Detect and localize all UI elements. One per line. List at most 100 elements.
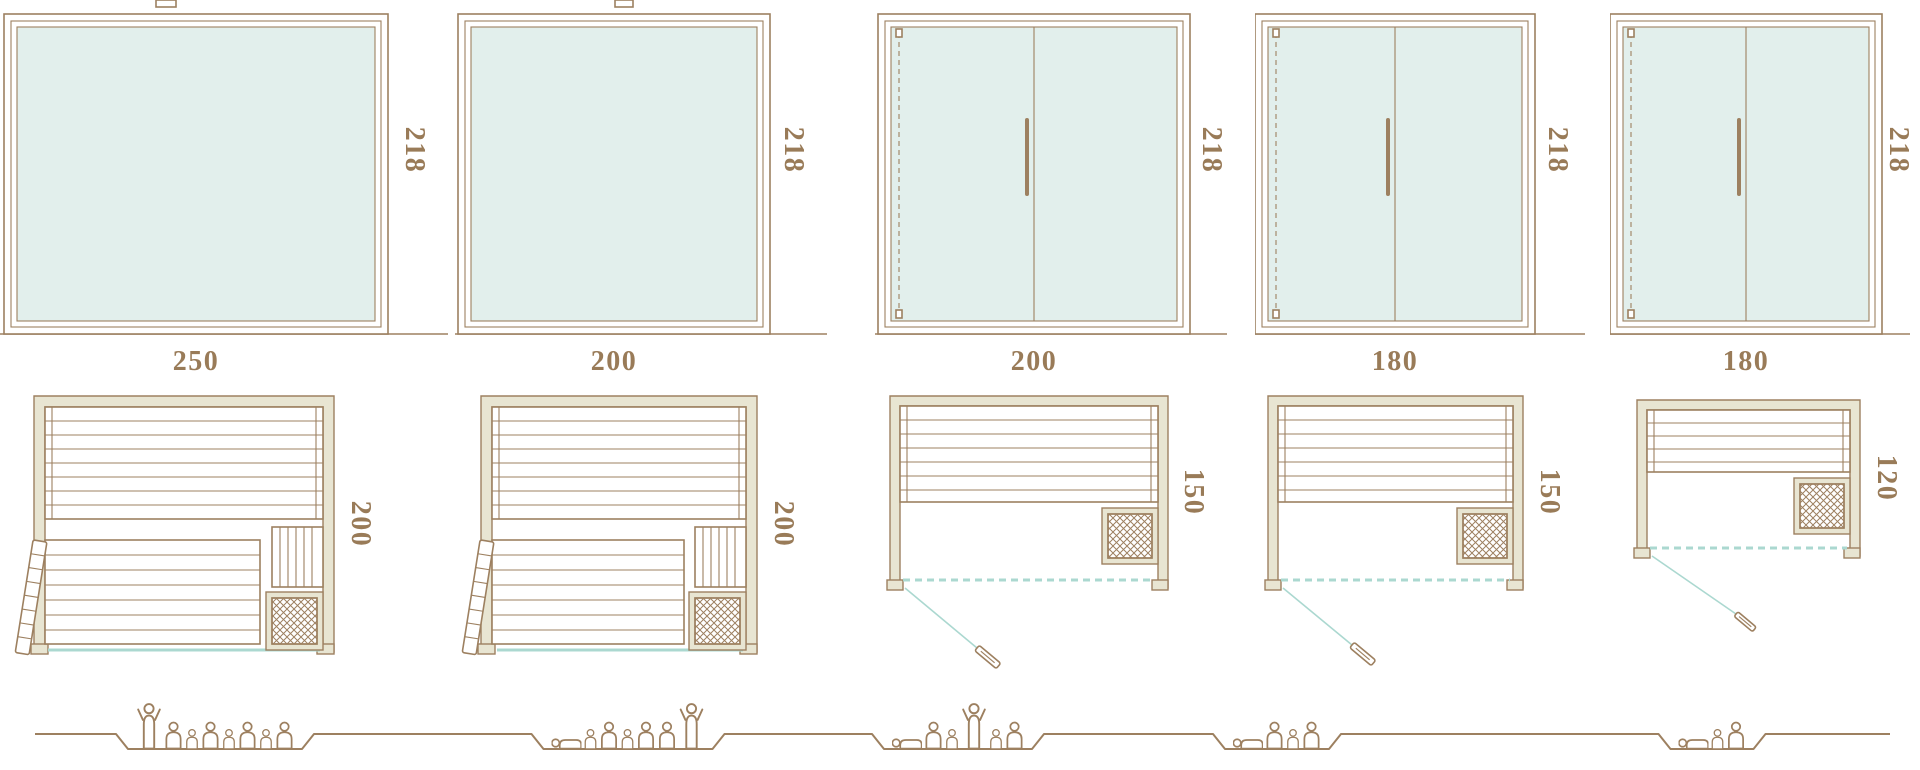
frame-inner <box>464 20 764 328</box>
elevation-front-view <box>875 13 1227 335</box>
capacity-group <box>892 703 1023 749</box>
frame-inner <box>884 20 1184 328</box>
height-dimension: 218 <box>1542 126 1573 174</box>
capacity-group <box>551 703 704 749</box>
person-standing-icon <box>679 703 704 749</box>
wall-post-left <box>477 643 496 655</box>
width-dimension: 180 <box>1722 346 1770 377</box>
person-seated-icon <box>1727 721 1745 749</box>
door-handle-icon <box>1737 118 1741 196</box>
door-handle-icon <box>1025 118 1029 196</box>
person-small-icon <box>260 729 272 749</box>
upper-bench <box>1277 405 1514 503</box>
person-standing-icon <box>962 703 986 749</box>
bench-step <box>271 526 324 588</box>
person-seated-icon <box>165 721 182 749</box>
wall-post-right <box>1843 547 1861 559</box>
frame-inner <box>1616 20 1876 328</box>
heater-icon <box>688 591 747 651</box>
person-seated-icon <box>1006 721 1023 749</box>
capacity-group <box>1233 721 1320 749</box>
wall-post-left <box>1633 547 1651 559</box>
person-seated-icon <box>202 721 219 749</box>
door-handle-icon <box>1386 118 1390 196</box>
depth-dimension: 200 <box>345 500 376 548</box>
plan-top-view <box>1264 395 1524 666</box>
elevation-front-view <box>1255 13 1585 335</box>
person-seated-icon <box>1266 721 1283 749</box>
person-seated-icon <box>239 721 256 749</box>
pivot-top-icon <box>895 28 903 38</box>
upper-bench <box>44 406 324 520</box>
person-small-icon <box>1711 729 1724 749</box>
wall-post-left <box>886 579 904 591</box>
heater-icon <box>265 591 324 651</box>
door-leaf-icon <box>461 539 495 656</box>
lower-bench <box>491 539 685 645</box>
upper-bench <box>899 405 1159 503</box>
width-dimension: 250 <box>172 346 220 377</box>
person-standing-icon <box>137 703 161 749</box>
depth-dimension: 150 <box>1178 468 1209 516</box>
elevation-front-view <box>1610 13 1910 335</box>
person-small-icon <box>946 729 958 749</box>
variant-5-drawing <box>1610 13 1910 632</box>
variant-1-column: 250 218 200 <box>0 0 455 770</box>
person-seated-icon <box>637 721 655 749</box>
person-small-icon <box>990 729 1002 749</box>
pivot-bottom-icon <box>1627 309 1635 319</box>
door-leaf-icon <box>14 539 48 656</box>
wall-post-left <box>30 643 49 655</box>
pivot-top-icon <box>1272 28 1280 38</box>
person-small-icon <box>223 729 235 749</box>
wall-post-left <box>1264 579 1282 591</box>
door-leaf-icon <box>1734 611 1757 632</box>
depth-dimension: 120 <box>1871 454 1902 502</box>
glass-panel <box>470 26 758 322</box>
capacity-strip <box>35 703 1890 750</box>
bench-step <box>694 526 747 588</box>
width-dimension: 200 <box>1010 346 1058 377</box>
frame-inner <box>10 20 382 328</box>
elevation-front-view <box>0 0 448 335</box>
lower-bench <box>44 539 261 645</box>
person-reclining-icon <box>551 738 582 749</box>
roof-vent-icon <box>155 0 177 8</box>
elevation-front-view <box>455 0 827 335</box>
capacity-group <box>1678 721 1745 749</box>
ground-line <box>35 733 1890 750</box>
variant-4-drawing <box>1255 13 1585 666</box>
height-dimension: 218 <box>399 126 430 174</box>
height-dimension: 218 <box>1196 126 1227 174</box>
door-swing-line <box>904 587 978 649</box>
plan-top-view <box>14 395 335 656</box>
depth-dimension: 200 <box>768 500 799 548</box>
variant-3-drawing <box>875 13 1227 669</box>
variant-3-column: 200 218 150 <box>875 0 1255 770</box>
capacity-group <box>137 703 293 749</box>
roof-vent-icon <box>614 0 634 8</box>
heater-icon <box>1101 507 1159 565</box>
upper-bench <box>1646 409 1851 473</box>
plan-top-view <box>886 395 1169 669</box>
person-seated-icon <box>925 721 942 749</box>
door-leaf-icon <box>974 645 1001 669</box>
plan-top-view <box>461 395 758 656</box>
height-dimension: 218 <box>1883 126 1914 174</box>
wall-post-right <box>1506 579 1524 591</box>
door-leaf-icon <box>1349 642 1376 666</box>
glass-panel <box>16 26 376 322</box>
person-seated-icon <box>1303 721 1320 749</box>
upper-bench <box>491 406 747 520</box>
door-swing-line <box>1282 587 1353 646</box>
depth-dimension: 150 <box>1534 468 1565 516</box>
person-reclining-icon <box>1233 738 1263 749</box>
person-reclining-icon <box>892 738 922 749</box>
person-small-icon <box>621 729 634 749</box>
variant-5-column: 180 218 120 <box>1610 0 1920 770</box>
variant-2-drawing <box>455 0 827 656</box>
wall-post-right <box>1151 579 1169 591</box>
person-seated-icon <box>600 721 618 749</box>
person-small-icon <box>186 729 198 749</box>
